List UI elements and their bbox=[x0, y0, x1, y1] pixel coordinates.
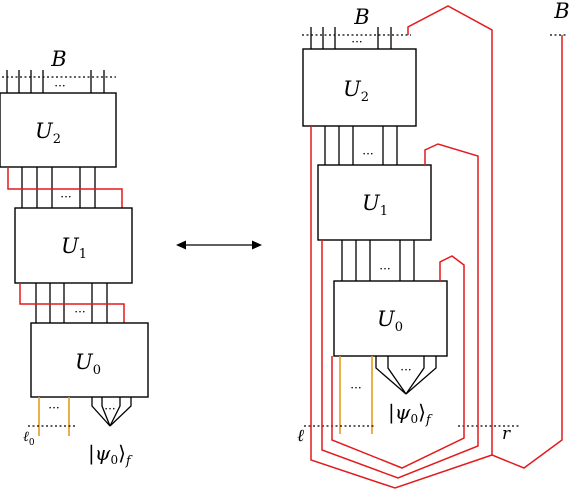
right-wires-u2-u1 bbox=[324, 126, 398, 165]
left-diagram: ··· B U2 ··· U1 ··· U0 bbox=[0, 47, 149, 469]
left-gate-u0 bbox=[30, 322, 149, 398]
right-gate-u2 bbox=[302, 48, 417, 127]
right-mid-dots-2: ··· bbox=[379, 262, 390, 276]
right-r-label: r bbox=[502, 424, 511, 444]
left-mid-dots-1: ··· bbox=[60, 190, 71, 204]
right-red-wires bbox=[310, 5, 563, 489]
left-gate-u0-label: U0 bbox=[75, 350, 101, 378]
left-gate-u1-label: U1 bbox=[61, 234, 87, 262]
left-gate-u2 bbox=[0, 92, 117, 168]
right-gate-u0-label: U0 bbox=[377, 307, 403, 335]
left-top-label: B bbox=[50, 47, 66, 71]
left-bottom-dots: ··· bbox=[48, 401, 59, 415]
right-gate-u2-label: U2 bbox=[343, 77, 369, 105]
right-top-label: B bbox=[353, 5, 369, 29]
left-wires-u2-u1 bbox=[21, 167, 96, 208]
left-red-loop-bottom bbox=[19, 283, 125, 323]
left-top-wires bbox=[6, 70, 105, 93]
left-top-dots: ··· bbox=[54, 79, 65, 93]
right-mid-dots-1: ··· bbox=[362, 147, 373, 161]
left-red-loop-top bbox=[7, 167, 123, 208]
right-gate-u0 bbox=[333, 280, 448, 357]
left-state-funnel bbox=[91, 397, 132, 427]
right-gate-u1 bbox=[317, 164, 432, 241]
right-wires-u1-u0 bbox=[341, 240, 415, 281]
right-top-wires bbox=[310, 27, 392, 49]
right-state-label: |ψ0⟩f bbox=[388, 400, 433, 428]
right-far-label: B bbox=[553, 0, 569, 23]
left-funnel-dots: ··· bbox=[104, 402, 115, 416]
left-wires-u1-u0 bbox=[35, 283, 108, 323]
right-funnel-dots: ··· bbox=[400, 363, 411, 377]
left-gate-u2-label: U2 bbox=[35, 119, 61, 147]
right-diagram: ··· B B U2 ··· U1 ··· U0 bbox=[297, 0, 570, 489]
right-gate-u1-label: U1 bbox=[362, 191, 388, 219]
equivalence-arrow-icon bbox=[176, 240, 262, 250]
left-mid-dots-2: ··· bbox=[74, 305, 85, 319]
right-bottom-dots: ··· bbox=[350, 381, 361, 395]
left-state-label: |ψ0⟩f bbox=[88, 441, 133, 469]
right-top-dots: ··· bbox=[351, 35, 362, 49]
right-ell-label: ℓ bbox=[297, 426, 304, 446]
left-gate-u1 bbox=[14, 207, 133, 284]
left-ell-label: ℓ0 bbox=[23, 429, 35, 448]
right-state-funnel bbox=[375, 356, 437, 395]
